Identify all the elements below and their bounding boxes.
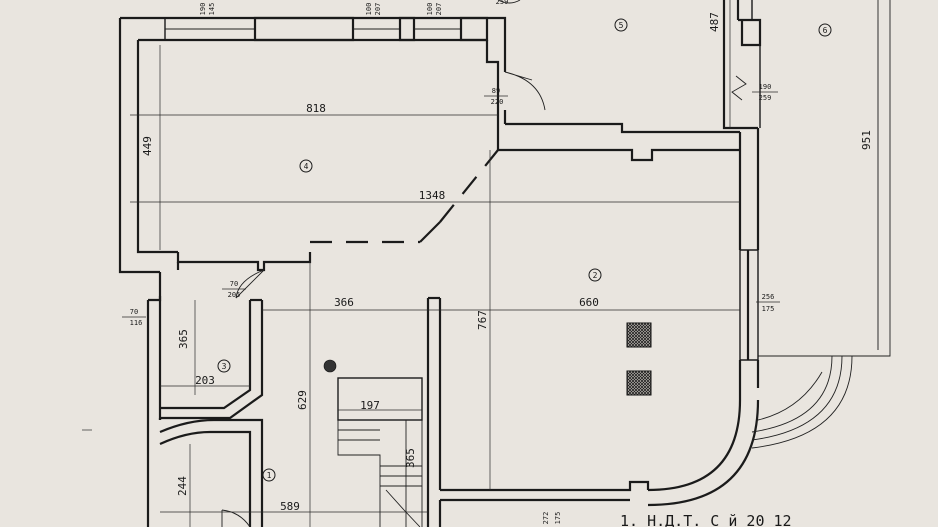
svg-text:6: 6: [823, 26, 828, 35]
window-label-4: 259: [496, 0, 509, 6]
svg-text:116: 116: [130, 319, 143, 327]
dimension-labels: 818 449 1348 366 660 767 365 203 629 197…: [141, 12, 873, 513]
room-label-6: 6: [818, 23, 832, 37]
svg-text:259: 259: [496, 0, 509, 6]
dim-244: 244: [176, 476, 189, 496]
dim-660: 660: [579, 296, 599, 309]
svg-text:5: 5: [619, 21, 624, 30]
svg-text:190: 190: [759, 83, 772, 91]
window-label-1: 190 145: [199, 3, 216, 16]
dim-818: 818: [306, 102, 326, 115]
svg-text:89: 89: [492, 87, 500, 95]
svg-text:272: 272: [542, 512, 550, 525]
svg-text:70: 70: [230, 280, 238, 288]
column-icon: [323, 359, 337, 373]
room-label-2: 2: [588, 268, 602, 282]
opening-labels: 89 220 70 205 70 116 256 175 190 259 272…: [122, 0, 780, 524]
dim-203: 203: [195, 374, 215, 387]
dim-951: 951: [860, 130, 873, 150]
room-label-3: 3: [217, 359, 231, 373]
opening-70-116: 70 116: [122, 308, 146, 327]
top-windows: [164, 0, 521, 42]
dim-365-stair: 365: [404, 448, 417, 468]
svg-text:175: 175: [762, 305, 775, 313]
svg-text:4: 4: [304, 162, 309, 171]
svg-text:100: 100: [365, 3, 373, 16]
svg-text:2: 2: [593, 271, 598, 280]
svg-text:259: 259: [759, 94, 772, 102]
svg-text:207: 207: [374, 3, 382, 16]
opening-89-220: 89 220: [484, 87, 508, 106]
bay-window: [647, 249, 853, 507]
staircase: [323, 359, 423, 527]
window-label-3: 100 207: [426, 3, 443, 16]
footer-caption: 1. Н.Д.Т. С й 20 12: [620, 512, 792, 527]
dim-449: 449: [141, 136, 154, 156]
svg-text:145: 145: [208, 3, 216, 16]
svg-text:1: 1: [267, 471, 272, 480]
opening-190-259: 190 259: [752, 83, 778, 102]
svg-text:256: 256: [762, 293, 775, 301]
dimension-lines: [82, 0, 879, 527]
svg-text:70: 70: [130, 308, 138, 316]
svg-text:207: 207: [435, 3, 443, 16]
room-label-5: 5: [614, 18, 628, 32]
svg-text:175: 175: [554, 512, 562, 525]
svg-text:220: 220: [491, 98, 504, 106]
dim-366: 366: [334, 296, 354, 309]
opening-70-205: 70 205: [222, 280, 246, 299]
dim-589: 589: [280, 500, 300, 513]
room-labels: 1 2 3 4 5 6: [217, 18, 832, 482]
room-label-1: 1: [262, 468, 276, 482]
dim-767: 767: [476, 310, 489, 330]
window-label-2: 100 207: [365, 3, 382, 16]
walls: [118, 0, 891, 527]
svg-text:100: 100: [426, 3, 434, 16]
dim-629: 629: [296, 390, 309, 410]
svg-text:3: 3: [222, 362, 227, 371]
opening-256-175: 256 175: [756, 293, 780, 313]
dim-1348: 1348: [419, 189, 446, 202]
dim-197: 197: [360, 399, 380, 412]
svg-text:205: 205: [228, 291, 241, 299]
room-label-4: 4: [299, 159, 313, 173]
dim-365-left: 365: [177, 329, 190, 349]
hatched-columns: [626, 322, 652, 396]
door-swings: [221, 71, 546, 527]
opening-272-175: 272 175: [542, 512, 562, 525]
dim-487: 487: [708, 12, 721, 32]
svg-text:190: 190: [199, 3, 207, 16]
